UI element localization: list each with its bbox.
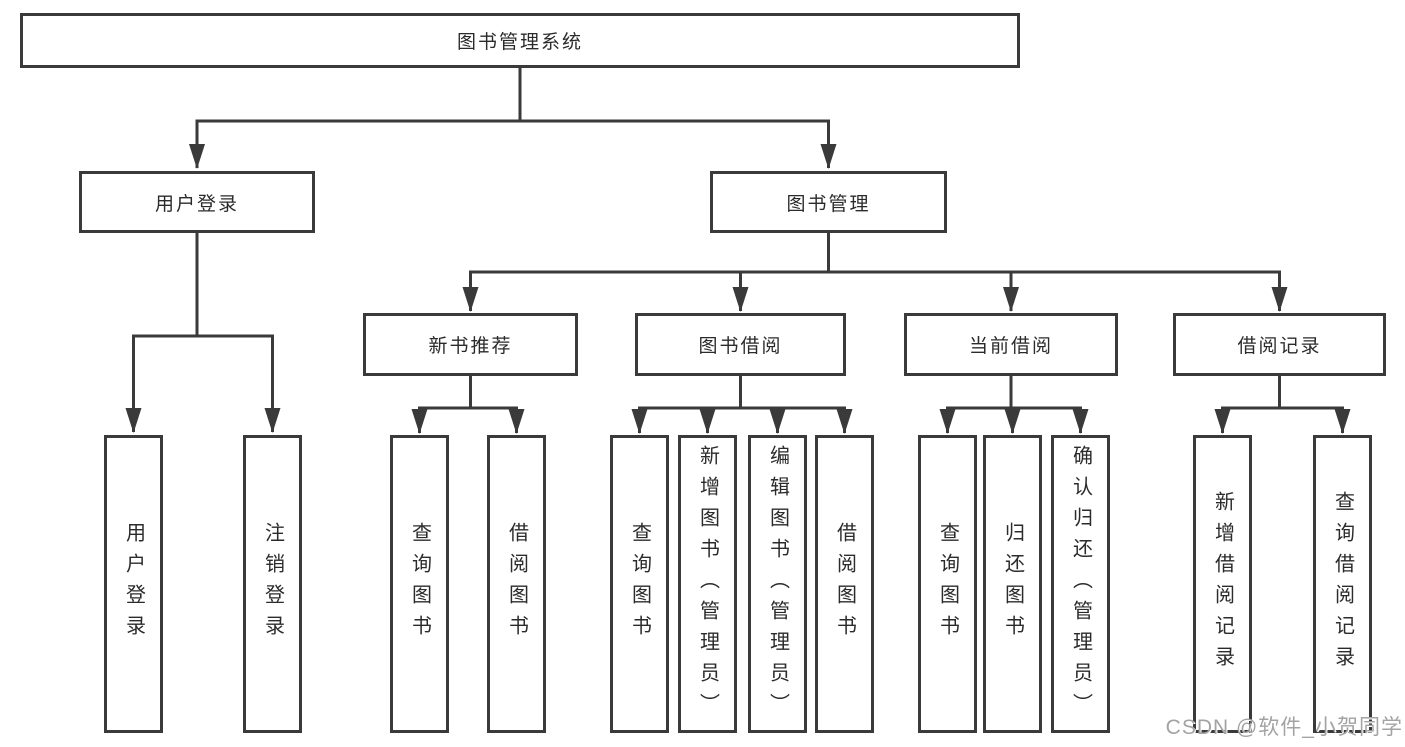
leaf-query-books-current: 查询图书 — [918, 435, 977, 733]
node-book-management: 图书管理 — [710, 171, 947, 233]
leaf-borrow-books: 借阅图书 — [815, 435, 874, 733]
node-book-borrow: 图书借阅 — [635, 313, 846, 376]
leaf-return-book: 归还图书 — [983, 435, 1042, 733]
leaf-query-books-borrow: 查询图书 — [610, 435, 669, 733]
node-new-book-recommend: 新书推荐 — [363, 313, 578, 376]
leaf-query-borrow-record: 查询借阅记录 — [1313, 435, 1372, 733]
leaf-add-borrow-record: 新增借阅记录 — [1193, 435, 1252, 733]
leaf-confirm-return-admin: 确认归还（管理员） — [1051, 435, 1110, 733]
leaf-borrow-books-recommend: 借阅图书 — [487, 435, 546, 733]
leaf-edit-book-admin: 编辑图书（管理员） — [748, 435, 807, 733]
node-current-borrow: 当前借阅 — [904, 313, 1118, 376]
csdn-watermark: CSDN @软件_小贺同学 — [1165, 716, 1403, 739]
leaf-query-books-recommend: 查询图书 — [390, 435, 449, 733]
leaf-logout: 注销登录 — [243, 435, 302, 733]
leaf-add-book-admin: 新增图书（管理员） — [678, 435, 737, 733]
node-borrow-records: 借阅记录 — [1173, 313, 1386, 376]
leaf-user-login: 用户登录 — [104, 435, 163, 733]
node-root: 图书管理系统 — [20, 13, 1020, 68]
node-user-login: 用户登录 — [79, 171, 315, 233]
